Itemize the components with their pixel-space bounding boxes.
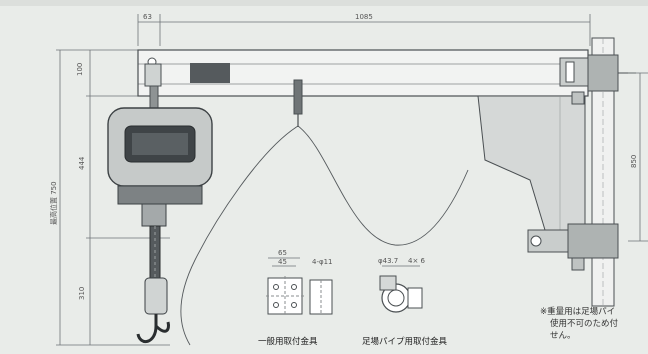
dim-pipe-size: 4× 6 xyxy=(408,257,426,265)
top-dimension xyxy=(137,14,591,46)
cable-curve xyxy=(180,125,469,346)
note-line-3: せん。 xyxy=(550,331,576,341)
left-dimension-lines xyxy=(56,49,170,346)
dim-444: 444 xyxy=(78,156,86,170)
jib-arm xyxy=(137,49,589,97)
hook-block xyxy=(144,277,168,315)
dim-63: 63 xyxy=(143,13,152,21)
caption-pipe-mount: 足場パイプ用取付金具 xyxy=(362,336,448,347)
label-plate xyxy=(190,63,230,83)
support-plate xyxy=(477,95,586,231)
dim-100: 100 xyxy=(76,63,84,76)
hook xyxy=(136,314,170,343)
dim-total-height: 最高位置 750 xyxy=(49,181,58,225)
dim-310: 310 xyxy=(78,287,86,300)
note-line-1: ※重量用は足場パイ xyxy=(540,306,615,317)
dim-pipe-phi: φ43.7 xyxy=(378,257,398,265)
dim-mount-45: 45 xyxy=(278,258,287,266)
pipe-pole xyxy=(527,37,636,307)
dim-mount-hole: 4-φ11 xyxy=(312,258,333,266)
general-mount-bracket xyxy=(266,257,333,316)
cable-holder xyxy=(293,79,303,126)
caption-general-mount: 一般用取付金具 xyxy=(258,336,318,347)
crane-scale xyxy=(107,63,213,343)
dim-850: 850 xyxy=(630,155,638,168)
note-line-2: 使用不可のため付 xyxy=(550,318,619,329)
header-band xyxy=(0,0,648,6)
pipe-mount-bracket xyxy=(379,265,423,313)
dim-1085: 1085 xyxy=(355,13,373,21)
dim-mount-65: 65 xyxy=(278,249,287,257)
right-dimension xyxy=(628,72,648,242)
